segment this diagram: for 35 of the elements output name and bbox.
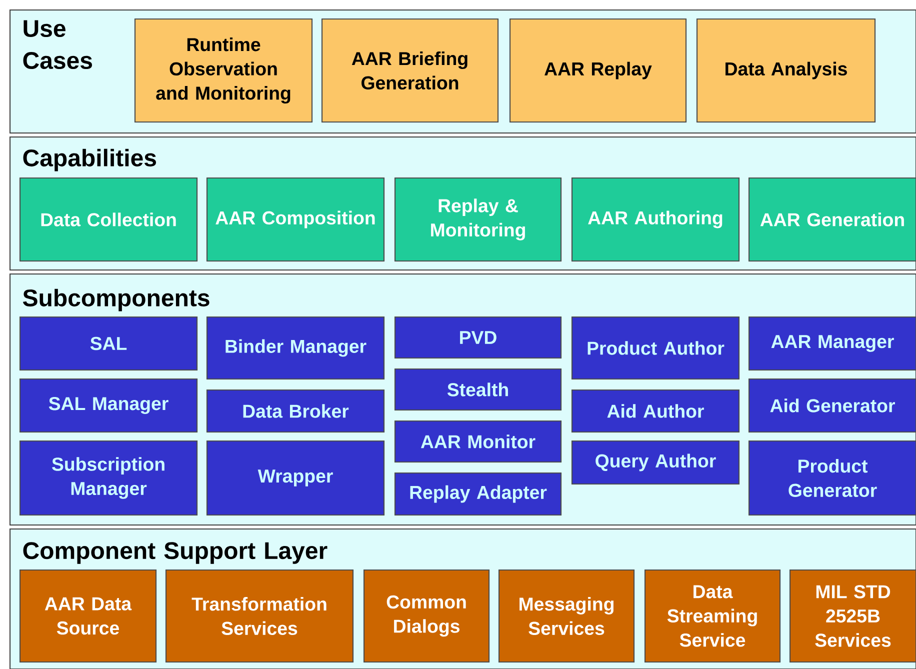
support-service-box: Transformation Services (165, 569, 354, 663)
capability-box: AAR Composition (206, 177, 385, 262)
capability-box: Data Collection (19, 177, 198, 262)
capability-box: AAR Generation (748, 177, 916, 262)
subcomponent-box: Product Author (571, 316, 740, 380)
subcomponent-box: Data Broker (206, 389, 385, 433)
subcomponent-box: Stealth (394, 368, 562, 411)
layer-heading: Use Cases (23, 20, 92, 70)
use-case-box: AAR Briefing Generation (321, 18, 499, 123)
layer-heading: Subcomponents (22, 288, 210, 312)
use-case-box: AAR Replay (509, 18, 687, 123)
subcomponent-box: Aid Author (571, 389, 740, 433)
subcomponent-box: Aid Generator (748, 378, 916, 433)
layer-heading: Capabilities (23, 148, 156, 172)
subcomponent-box: SAL (19, 316, 198, 371)
support-service-box: Data Streaming Service (644, 569, 781, 663)
capability-box: Replay & Monitoring (394, 177, 562, 262)
subcomponent-box: Query Author (571, 440, 740, 485)
support-service-box: MIL STD 2525B Services (789, 569, 916, 663)
subcomponent-box: Subscription Manager (19, 440, 198, 516)
subcomponent-box: Wrapper (206, 440, 385, 516)
use-case-box: Data Analysis (696, 18, 876, 123)
support-service-box: Messaging Services (498, 569, 635, 663)
subcomponent-box: Binder Manager (206, 316, 385, 380)
subcomponent-box: SAL Manager (19, 378, 198, 433)
layer-heading: Component Support Layer (23, 542, 328, 564)
subcomponent-box: AAR Manager (748, 316, 916, 371)
support-service-box: Common Dialogs (363, 569, 490, 663)
subcomponent-box: Replay Adapter (394, 472, 562, 516)
support-service-box: AAR Data Source (19, 569, 157, 663)
capability-box: AAR Authoring (571, 177, 740, 262)
subcomponent-box: PVD (394, 316, 562, 359)
subcomponent-box: Product Generator (748, 440, 916, 516)
use-case-box: Runtime Observation and Monitoring (134, 18, 313, 123)
subcomponent-box: AAR Monitor (394, 420, 562, 463)
